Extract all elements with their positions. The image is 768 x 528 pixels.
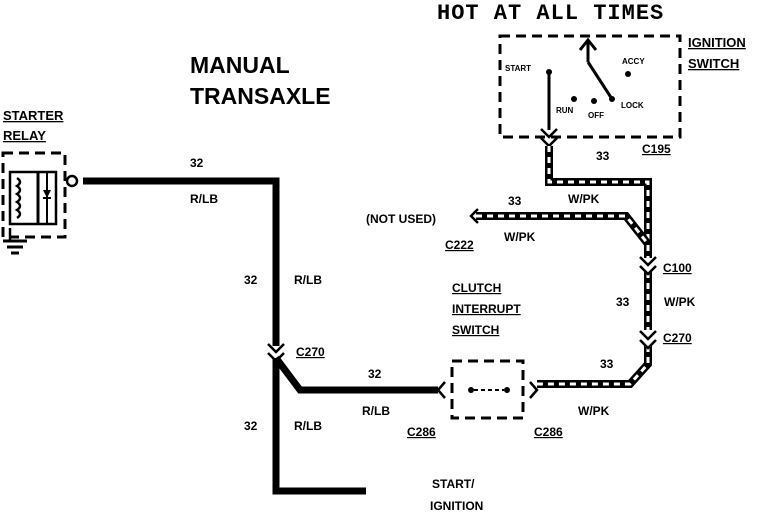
hot-at-all-times-label: HOT AT ALL TIMES [437,1,664,26]
c286-right-label: C286 [534,425,563,439]
c195-connector-icon [540,128,558,139]
circuit-33-label-1: 33 [596,149,610,163]
position-run-label: RUN [556,106,574,115]
circuit-32-wire [83,177,438,495]
wpk-label-3: W/PK [664,295,696,309]
c222-label: C222 [445,238,474,252]
ignition-switch-line1: IGNITION [688,35,746,50]
circuit-33-label-3: 33 [616,295,630,309]
wpk-label-1: W/PK [568,192,600,206]
starter-relay-symbol [1,151,79,255]
position-start-label: START [505,64,531,73]
circuit-33-label-4: 33 [600,357,614,371]
c286-right-connector-icon [529,381,539,399]
position-off-label: OFF [588,111,604,120]
position-accy-label: ACCY [622,57,645,66]
circuit-32-label-3: 32 [368,367,382,381]
clutch-switch-line1: CLUTCH [452,281,501,295]
c286-left-label: C286 [407,425,436,439]
start-ignition-line1: START/ [432,477,475,491]
clutch-switch-symbol [436,359,539,420]
wpk-label-4: W/PK [578,404,610,418]
clutch-switch-line3: SWITCH [452,323,499,337]
transaxle-line2: TRANSAXLE [190,83,331,109]
ignition-switch-symbol: START ACCY RUN OFF LOCK [498,34,682,139]
starter-relay-line2: RELAY [3,128,46,143]
starter-relay-line1: STARTER [3,108,64,123]
position-lock-label: LOCK [621,101,644,110]
c100-connector-icon [639,256,657,267]
rlb-label-4: R/LB [294,419,322,433]
circuit-32-label-2: 32 [244,273,258,287]
relay-terminal-icon [65,174,79,188]
circuit-32-label-4: 32 [244,419,258,433]
not-used-label: (NOT USED) [366,212,436,226]
c270-left-label: C270 [296,345,325,359]
c222-connector-icon [469,208,479,224]
rlb-label-1: R/LB [190,192,218,206]
c195-label: C195 [642,142,671,156]
c286-left-connector-icon [436,381,446,399]
clutch-switch-line2: INTERRUPT [452,302,521,316]
wpk-label-2: W/PK [504,230,536,244]
rlb-label-2: R/LB [294,273,322,287]
rlb-label-3: R/LB [362,404,390,418]
circuit-33-label-2: 33 [508,194,522,208]
start-ignition-line2: IGNITION [430,499,483,513]
circuit-32-label-1: 32 [190,156,204,170]
c270-right-label: C270 [663,331,692,345]
ignition-switch-line2: SWITCH [688,56,739,71]
c270-left-connector-icon [267,343,285,354]
c270-right-connector-icon [639,330,657,341]
transaxle-line1: MANUAL [190,52,290,78]
circuit-33-wire [476,146,652,388]
c100-label: C100 [663,261,692,275]
